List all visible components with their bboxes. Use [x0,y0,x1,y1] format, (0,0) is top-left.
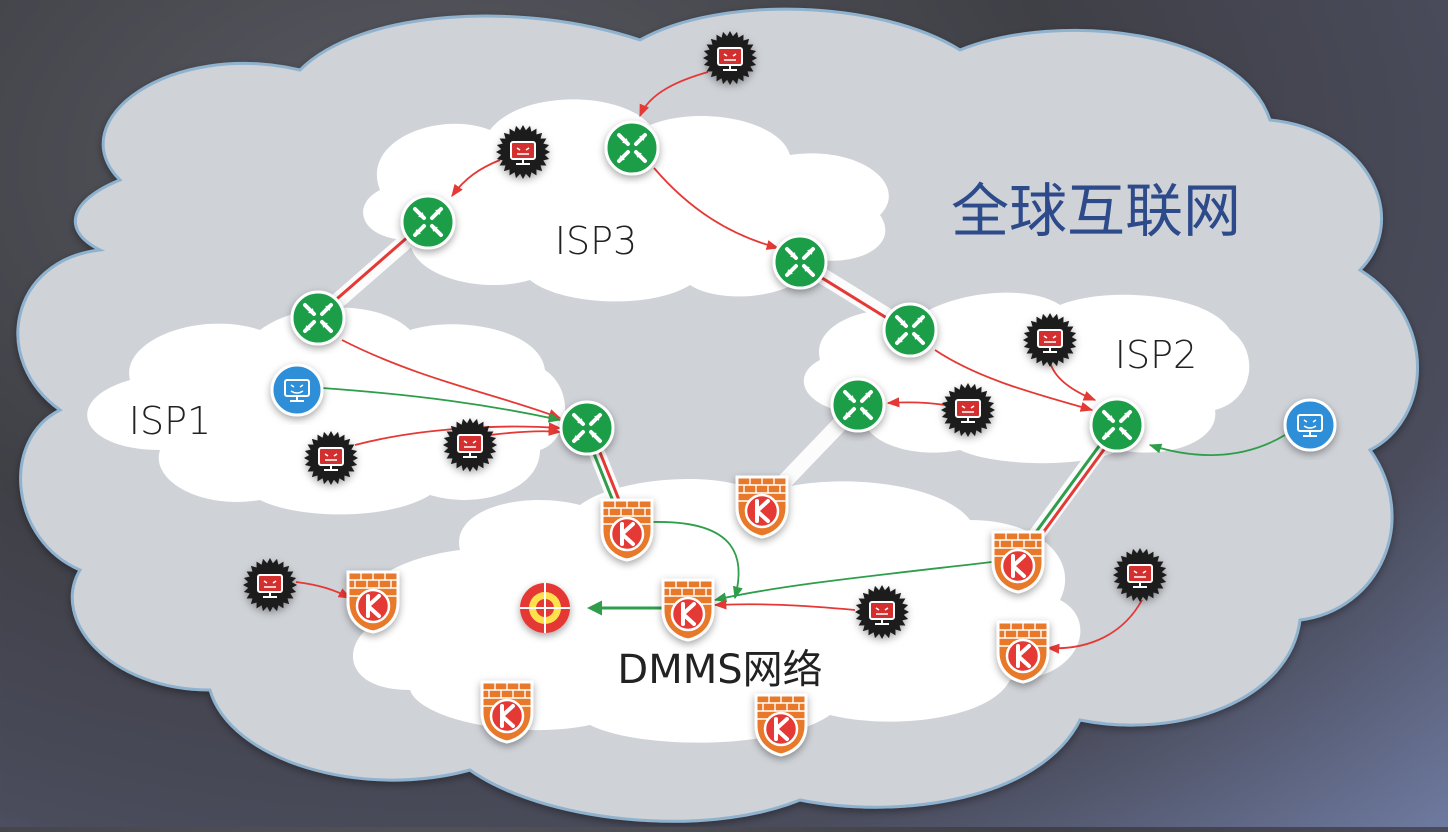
isp1-cloud [87,307,566,515]
isp2-label: ISP2 [1114,333,1198,377]
attacker-icon [443,418,497,472]
flow-client2-router8 [1148,434,1286,456]
attacker-icon [855,585,909,639]
isp3-cloud [363,99,889,302]
firewall-icon [735,475,789,539]
router-icon [772,234,828,290]
flow-router1-router5 [653,167,780,250]
firewall-icon [996,620,1050,684]
attacker-icon [941,383,995,437]
flow-attacker8-fw4 [295,581,352,599]
flow-client1-router4 [321,387,562,423]
router-icon [830,377,886,433]
client-icon [1283,398,1337,452]
global-internet-label: 全球互联网 [950,177,1242,245]
attacker-icon [304,431,358,485]
attacker-icon [703,31,757,85]
firewall-icon [600,498,654,562]
flow-fw3-fw5 [713,561,993,603]
isp1-label: ISP1 [128,399,212,443]
attacker-icon [1113,548,1167,602]
dmms-cloud [352,478,1081,743]
firewall-icon [661,578,715,642]
router-icon [604,120,660,176]
flow-attacker6-router7 [886,397,946,408]
router-icon [882,302,938,358]
router-icon [290,290,346,346]
flow-router3-router4 [341,339,562,419]
firewall-icon [991,530,1045,594]
attacker-icon [1023,313,1077,367]
attacker-icon [243,558,297,612]
flow-attacker5-router8 [1049,361,1097,401]
isp3-label: ISP3 [554,219,638,263]
client-icon [270,363,324,417]
flow-attacker7-fw6 [1046,599,1143,654]
flow-attacker4-router4 [489,425,562,436]
attacker-icon [496,125,550,179]
firewall-icon [346,570,400,634]
network-nodes [243,31,1337,757]
router-icon [1089,397,1145,453]
flow-router6-router8 [934,349,1094,412]
router-icon [559,400,615,456]
flow-attacker2-router2 [451,159,501,198]
dmms-network-label: DMMS网络 [617,647,823,693]
traffic-flows [295,71,1286,654]
firewall-icon [480,680,534,744]
firewall-icon [754,693,808,757]
flow-attacker1-router1 [639,71,709,118]
flow-attacker9-fw5 [713,599,856,611]
router-icon [400,194,456,250]
target-icon [520,583,570,633]
flow-fw1-fw5 [651,521,743,600]
